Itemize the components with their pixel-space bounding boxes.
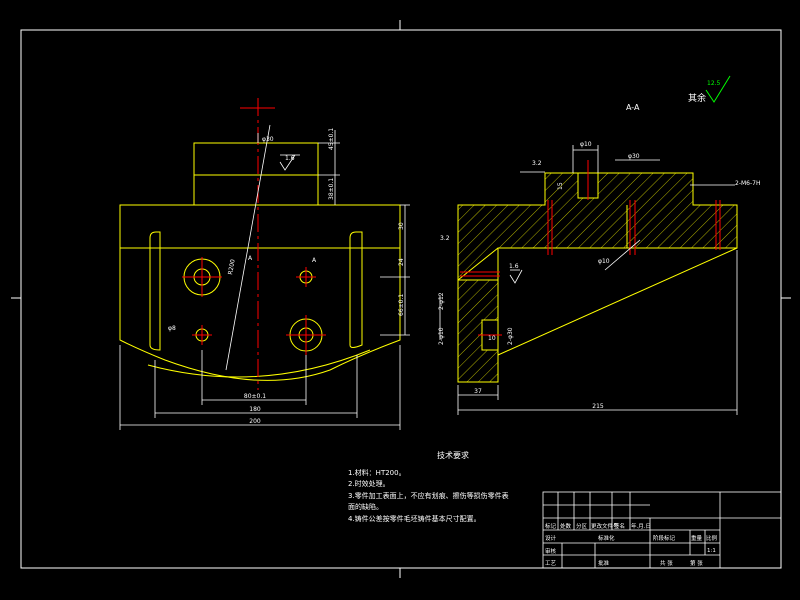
section-view-texts: A-A 215 37 φ10 φ30 15 2-M6-7H 3.2 3.2 1.… (438, 103, 760, 410)
note-item: 面的缺陷。 (348, 503, 383, 511)
dim-radius: R200 (227, 259, 237, 276)
tb-standard: 标准化 (598, 534, 615, 542)
dim-hole-spacing: 80±0.1 (244, 393, 266, 400)
surface-note-label: 其余 (688, 92, 706, 104)
tb-design: 设计 (545, 534, 557, 542)
technical-notes-title: 技术要求 (437, 451, 469, 460)
note-item: 1.材料：HT200。 (348, 468, 406, 477)
surface-note: 其余 12.5 (688, 75, 731, 104)
section-view-centerlines (460, 160, 721, 336)
roughness-b: 3.2 (440, 235, 450, 242)
dim-right-c: 66±0.1 (398, 294, 405, 316)
front-view-centerlines (182, 98, 326, 390)
dim-small: φ10 (598, 258, 610, 265)
dim-hole-top: φ10 (580, 141, 592, 148)
dim-hole-top2: φ30 (628, 153, 640, 160)
roughness-c: 1.6 (509, 263, 519, 270)
tb-mark: 标记 (545, 522, 557, 530)
tb-count: 处数 (560, 522, 572, 530)
section-title: A-A (626, 103, 640, 112)
dim-right-a: 30 (398, 222, 405, 230)
dim-total-width: 200 (249, 418, 261, 425)
section-view: A-A 215 37 φ10 φ30 15 2-M6-7H 3.2 3.2 1.… (438, 103, 760, 415)
dim-left-1: 2-φ12 (438, 292, 445, 310)
tb-stage-mark: 阶段标记 (653, 534, 676, 542)
dim-slot-depth: 15 (557, 182, 564, 190)
section-view-dimensions (439, 145, 738, 415)
tb-weight: 重量 (691, 534, 703, 542)
front-view-texts: 200 180 80±0.1 R200 φ30 1.6 45±0.1 38±0.… (168, 128, 405, 425)
tb-review: 审核 (545, 547, 557, 555)
front-view: 200 180 80±0.1 R200 φ30 1.6 45±0.1 38±0.… (119, 98, 410, 430)
dim-right-b: 24 (398, 258, 405, 266)
note-item: 2.时效处理。 (348, 480, 390, 488)
tb-date: 年.月.日 (631, 522, 651, 530)
tb-sheet-total: 共 张 (660, 559, 673, 567)
tb-process: 工艺 (545, 560, 557, 567)
dim-top-height: 45±0.1 (328, 128, 335, 150)
note-item: 3.零件加工表面上，不应有划痕、擦伤等损伤零件表 (348, 491, 509, 500)
section-mark-right: A (312, 257, 317, 264)
dim-thread: 2-M6-7H (735, 180, 760, 187)
drawing-frame (11, 20, 791, 578)
note-item: 4.铸件公差按零件毛坯铸件基本尺寸配置。 (348, 514, 481, 523)
dim-overall-length: 215 (592, 403, 604, 410)
dim-tolerance: 1.6 (285, 155, 295, 162)
surface-roughness-value: 12.5 (707, 80, 721, 87)
title-block-texts: 标记 处数 分区 更改文件号 签名 年.月.日 设计 标准化 阶段标记 重量 比… (545, 522, 718, 567)
dim-depth: 10 (488, 335, 496, 342)
tb-approve: 批准 (598, 559, 610, 567)
technical-notes: 技术要求 1.材料：HT200。 2.时效处理。 3.零件加工表面上，不应有划痕… (348, 450, 538, 525)
section-mark-upper: A (248, 255, 253, 262)
dim-right-1: 2-φ30 (507, 327, 514, 345)
tb-scale: 比例 (706, 534, 718, 542)
tb-scale-value: 1:1 (707, 548, 716, 554)
tb-sheet-no: 第 张 (690, 559, 703, 567)
tb-zone: 分区 (576, 522, 588, 530)
section-view-hatch (457, 172, 738, 383)
dim-inner-width: 180 (249, 406, 261, 413)
dim-left-2: 2-φ10 (438, 327, 445, 345)
tb-doc-no: 更改文件号 (591, 522, 619, 530)
roughness-symbol (705, 75, 731, 103)
roughness-a: 3.2 (532, 160, 542, 167)
dim-dia-top: φ30 (262, 136, 274, 143)
dim-side: 38±0.1 (328, 178, 335, 200)
title-block (542, 491, 782, 569)
dim-left-hole: φ8 (168, 325, 176, 332)
dim-base-length: 37 (474, 388, 482, 395)
tb-sign: 签名 (614, 522, 625, 530)
front-view-dimensions (119, 124, 410, 430)
